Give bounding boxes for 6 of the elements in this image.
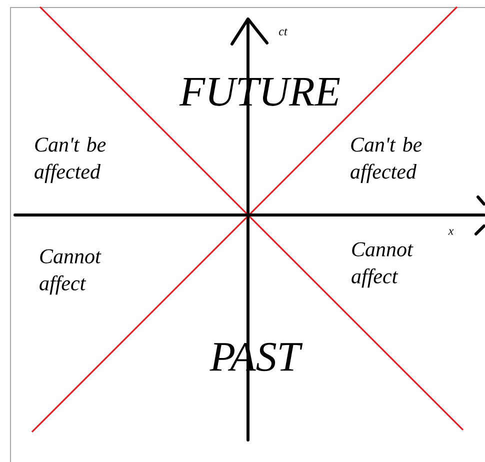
axis-label: x (448, 229, 454, 235)
region-label: Cannot affect (40, 249, 102, 295)
axis-label: ct (279, 28, 288, 36)
region-label: Cannot affect (352, 242, 414, 288)
region-label: Can't be affected (350, 136, 422, 183)
region-label: Can't be affected (34, 136, 106, 183)
